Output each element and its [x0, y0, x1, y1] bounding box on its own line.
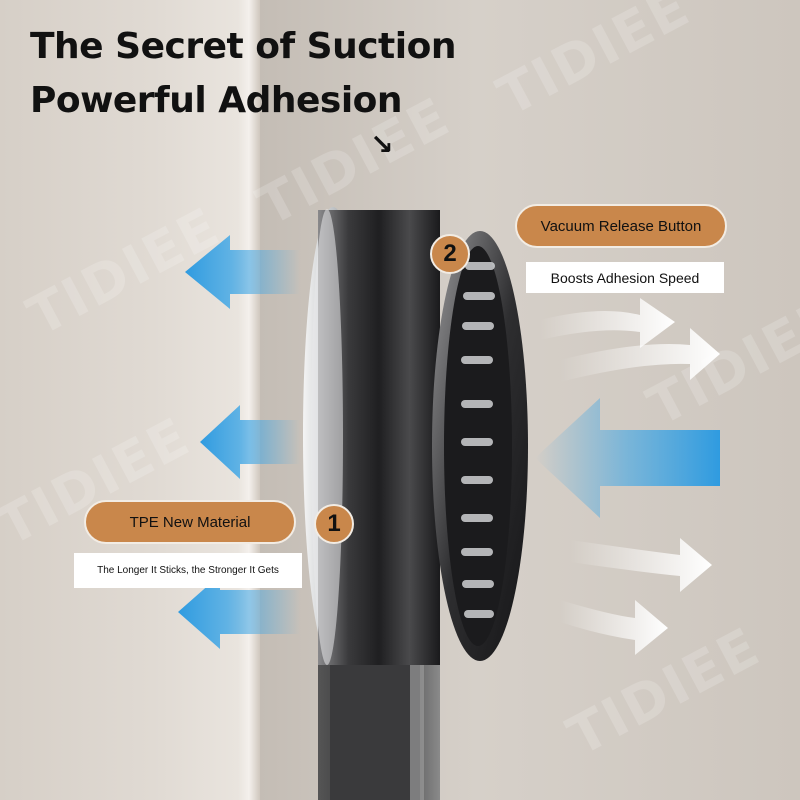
- white-outflow-arrow-icon: [540, 298, 720, 655]
- tpe-material-label: TPE New Material: [84, 500, 296, 544]
- title-line-2: Powerful Adhesion: [30, 80, 403, 121]
- down-right-arrow-icon: ↘: [370, 128, 394, 161]
- callout-number-2: 2: [430, 234, 470, 274]
- vacuum-release-caption: Boosts Adhesion Speed: [526, 262, 724, 293]
- vacuum-release-label: Vacuum Release Button: [515, 204, 727, 248]
- page-title: The Secret of Suction Powerful Adhesion: [30, 20, 456, 128]
- title-line-1: The Secret of Suction: [30, 26, 456, 67]
- tpe-material-caption: The Longer It Sticks, the Stronger It Ge…: [74, 553, 302, 588]
- callout-number-1: 1: [314, 504, 354, 544]
- blue-suction-arrow-icon: [178, 235, 720, 649]
- wall-left: [0, 0, 255, 800]
